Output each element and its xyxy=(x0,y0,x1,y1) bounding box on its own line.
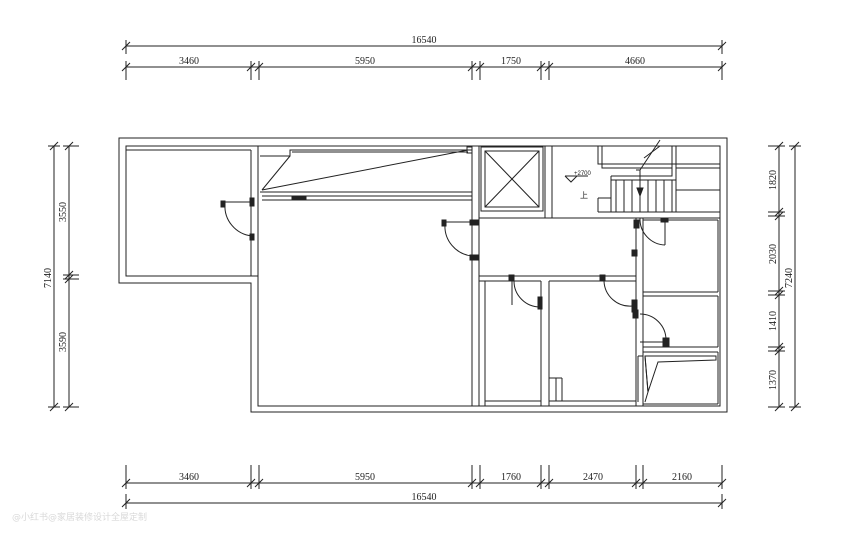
top-dimension-chain xyxy=(121,40,727,80)
left-segment-label: 3590 xyxy=(58,332,69,352)
top-total-label: 16540 xyxy=(412,35,437,46)
elevation-label: +2700 xyxy=(574,171,592,177)
right-segment-label: 1370 xyxy=(768,370,779,390)
right-total-label: 7240 xyxy=(784,268,795,288)
left-room xyxy=(126,146,259,406)
right-dimension-chain xyxy=(768,141,801,412)
bottom-total-label: 16540 xyxy=(412,492,437,503)
top-segment-label: 3460 xyxy=(179,56,199,67)
interior-walls xyxy=(479,217,720,406)
dimension-labels: 16540 3460 5950 1750 4660 3460 5950 1760… xyxy=(43,35,795,503)
top-segment-label: 5950 xyxy=(355,56,375,67)
right-segment-label: 1820 xyxy=(768,170,779,190)
left-segment-label: 3550 xyxy=(58,202,69,222)
elevation-marker xyxy=(564,175,588,183)
bottom-segment-label: 1760 xyxy=(501,472,521,483)
right-segment-label: 1410 xyxy=(768,311,779,331)
left-dimension-chain xyxy=(48,141,79,412)
bottom-dimension-chain xyxy=(121,465,727,509)
stair-up-label: 上 xyxy=(580,191,588,200)
bottom-segment-label: 3460 xyxy=(179,472,199,483)
top-segment-label: 1750 xyxy=(501,56,521,67)
watermark: @小红书@家居装修设计全屋定制 xyxy=(12,513,148,523)
kitchen-counter xyxy=(258,145,480,406)
bottom-segment-label: 2160 xyxy=(672,472,692,483)
elevator-shaft xyxy=(479,146,553,219)
staircase xyxy=(597,139,721,213)
living-door xyxy=(441,219,479,261)
room-doors xyxy=(508,217,670,347)
left-total-label: 7140 xyxy=(43,268,54,288)
right-segment-label: 2030 xyxy=(768,244,779,264)
bottom-segment-label: 2470 xyxy=(583,472,603,483)
top-segment-label: 4660 xyxy=(625,56,645,67)
bathroom-fixture xyxy=(549,355,717,403)
bottom-segment-label: 5950 xyxy=(355,472,375,483)
